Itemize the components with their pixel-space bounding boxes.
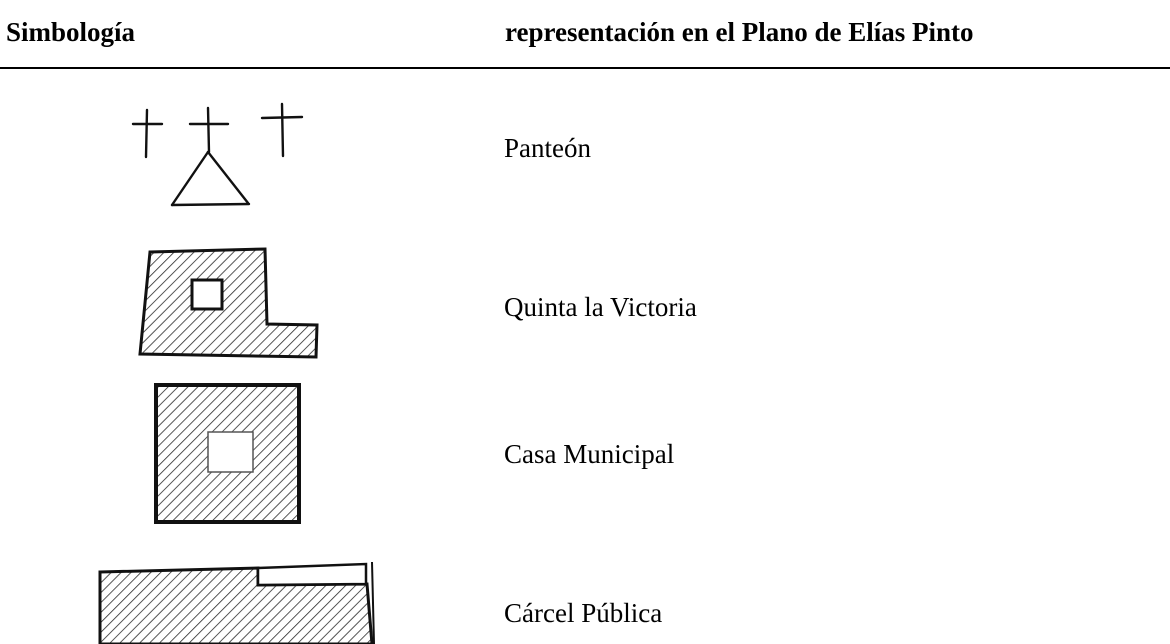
label-panteon: Panteón bbox=[504, 133, 591, 163]
hatched-l-shape-square-icon bbox=[138, 247, 319, 359]
hatched-square-with-hole-icon bbox=[154, 383, 301, 524]
header-symbology: Simbología bbox=[6, 17, 136, 47]
hatched-rectangle-notch-icon bbox=[98, 561, 375, 644]
label-carcel-publica: Cárcel Pública bbox=[504, 598, 663, 628]
cemetery-crosses-triangle-icon bbox=[131, 102, 304, 207]
header-representation: representación en el Plano de Elías Pint… bbox=[505, 17, 974, 47]
label-quinta-la-victoria: Quinta la Victoria bbox=[504, 292, 697, 322]
header-divider bbox=[0, 67, 1170, 69]
label-casa-municipal: Casa Municipal bbox=[504, 439, 675, 469]
